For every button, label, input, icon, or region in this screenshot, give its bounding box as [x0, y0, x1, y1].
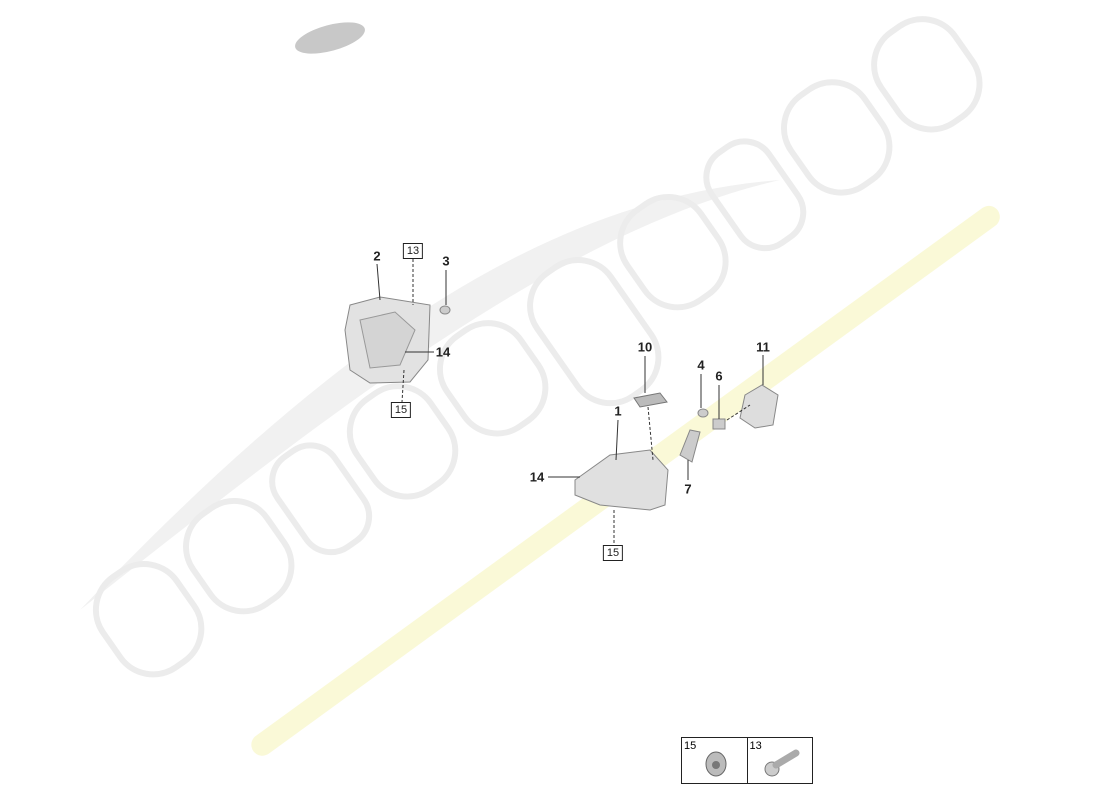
legend-cell-13: 13 — [746, 738, 813, 783]
callout-10: 10 — [637, 339, 653, 355]
nut-icon — [705, 751, 727, 777]
screw-icon — [764, 749, 799, 777]
callout-6: 6 — [715, 368, 723, 384]
legend-number: 13 — [749, 740, 762, 752]
watermark-brand-shape — [92, 16, 983, 678]
part-4-bulb — [697, 408, 709, 418]
headlight-right-part-1 — [574, 449, 669, 511]
callout-1: 1 — [614, 403, 622, 419]
part-7-bracket — [679, 429, 701, 463]
legend-cell-15: 15 — [682, 738, 747, 783]
part-3-bulb — [439, 305, 451, 315]
callout-7: 7 — [684, 481, 692, 497]
callout-13: 13 — [402, 243, 424, 259]
callout-4: 4 — [697, 357, 705, 373]
callout-2: 2 — [373, 248, 381, 264]
car-silhouette — [295, 22, 365, 54]
callout-3: 3 — [442, 253, 450, 269]
legend-number: 15 — [684, 740, 697, 752]
watermark — [80, 16, 1000, 756]
callout-14: 14 — [435, 344, 451, 360]
fastener-legend: 15 13 — [681, 737, 813, 784]
callout-11: 11 — [756, 339, 770, 355]
headlight-left-part-2 — [344, 296, 431, 384]
callout-15: 15 — [602, 545, 624, 561]
part-6-connector — [712, 418, 726, 430]
part-10-module — [633, 392, 668, 408]
part-11-cover — [739, 384, 779, 429]
callout-14: 14 — [529, 469, 545, 485]
leader-lines — [376, 259, 764, 545]
callout-15: 15 — [390, 402, 412, 418]
